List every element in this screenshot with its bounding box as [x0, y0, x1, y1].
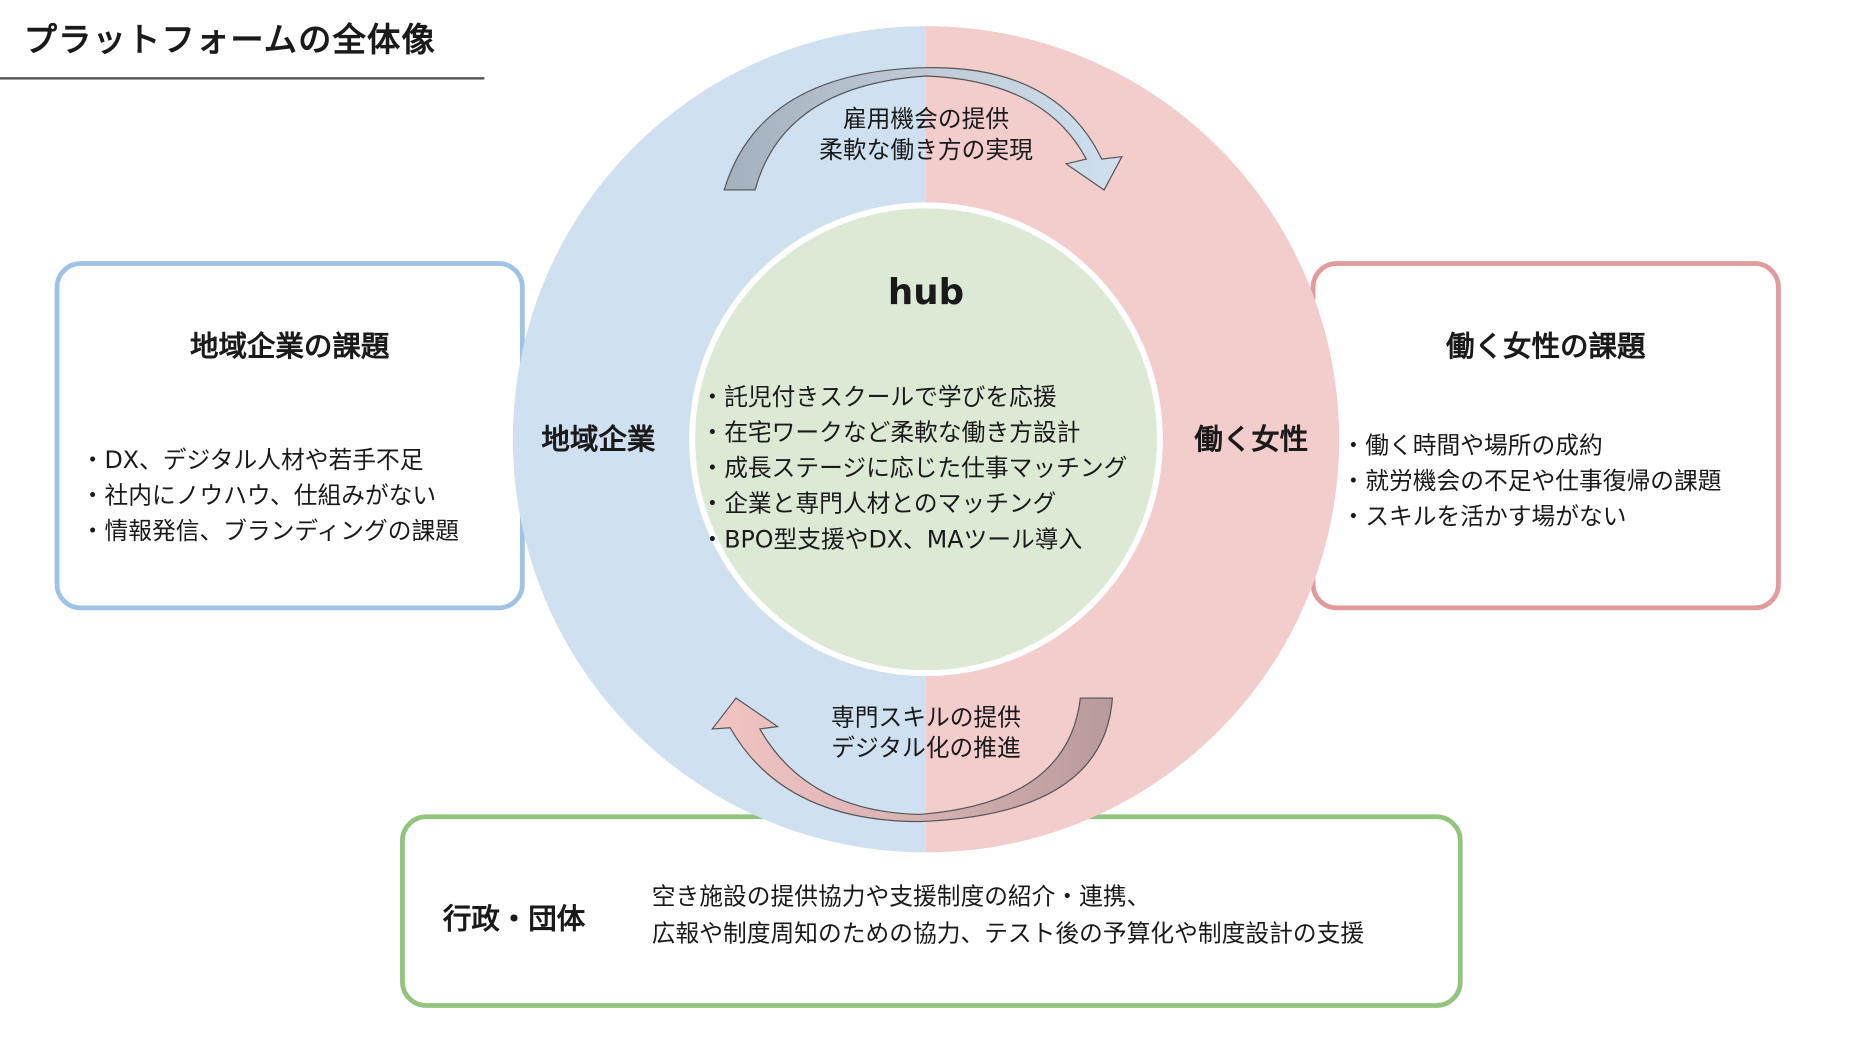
list-item: 情報発信、ブランディングの課題: [81, 513, 459, 549]
arrow-label-line: 雇用機会の提供: [842, 104, 1010, 133]
list-item: 社内にノウハウ、仕組みがない: [81, 477, 459, 513]
list-item: 就労機会の不足や仕事復帰の課題: [1342, 463, 1721, 499]
bottom-arrow-label: 専門スキルの提供 デジタル化の推進: [831, 702, 1021, 764]
issues-list: 働く時間や場所の成約 就労機会の不足や仕事復帰の課題 スキルを活かす場がない: [1342, 427, 1722, 535]
list-item: BPO型支援やDX、MAツール導入: [700, 521, 1127, 557]
working-women-label: 働く女性: [1194, 422, 1309, 456]
box-title: 行政・団体: [442, 902, 586, 936]
regional-companies-issues-box: 地域企業の課題 DX、デジタル人材や若手不足 社内にノウハウ、仕組みがない 情報…: [54, 261, 525, 611]
regional-companies-label: 地域企業: [541, 422, 656, 456]
issues-list: DX、デジタル人材や若手不足 社内にノウハウ、仕組みがない 情報発信、ブランディ…: [81, 442, 459, 549]
top-curved-arrow-icon: [723, 67, 1123, 191]
hub-title: hub: [887, 271, 965, 314]
arrow-label-line: 専門スキルの提供: [831, 702, 1021, 732]
page-title: プラットフォームの全体像: [23, 20, 436, 60]
list-item: 在宅ワークなど柔軟な働き方設計: [700, 414, 1127, 450]
support-line: 空き施設の提供協力や支援制度の紹介・連携、: [651, 882, 1151, 911]
list-item: スキルを活かす場がない: [1342, 499, 1722, 535]
arrow-label-line: 柔軟な働き方の実現: [819, 135, 1033, 164]
list-item: DX、デジタル人材や若手不足: [81, 442, 459, 478]
list-item: 託児付きスクールで学びを応援: [700, 379, 1127, 415]
box-title: 地域企業の課題: [189, 330, 390, 364]
arrow-label-line: デジタル化の推進: [831, 733, 1021, 763]
hub-services-list: 託児付きスクールで学びを応援 在宅ワークなど柔軟な働き方設計 成長ステージに応じ…: [700, 379, 1127, 557]
list-item: 成長ステージに応じた仕事マッチング: [700, 450, 1127, 486]
list-item: 企業と専門人材とのマッチング: [700, 486, 1127, 522]
working-women-issues-box: 働く女性の課題 働く時間や場所の成約 就労機会の不足や仕事復帰の課題 スキルを活…: [1310, 261, 1781, 611]
list-item: 働く時間や場所の成約: [1342, 427, 1722, 463]
support-line: 広報や制度周知のための協力、テスト後の予算化や制度設計の支援: [651, 918, 1365, 948]
title-underline: [0, 77, 485, 80]
top-arrow-label: 雇用機会の提供 柔軟な働き方の実現: [819, 103, 1033, 165]
box-title: 働く女性の課題: [1446, 330, 1646, 364]
support-text: 空き施設の提供協力や支援制度の紹介・連携、 広報や制度周知のための協力、テスト後…: [652, 879, 1364, 953]
bottom-curved-arrow-icon: [711, 697, 1114, 823]
